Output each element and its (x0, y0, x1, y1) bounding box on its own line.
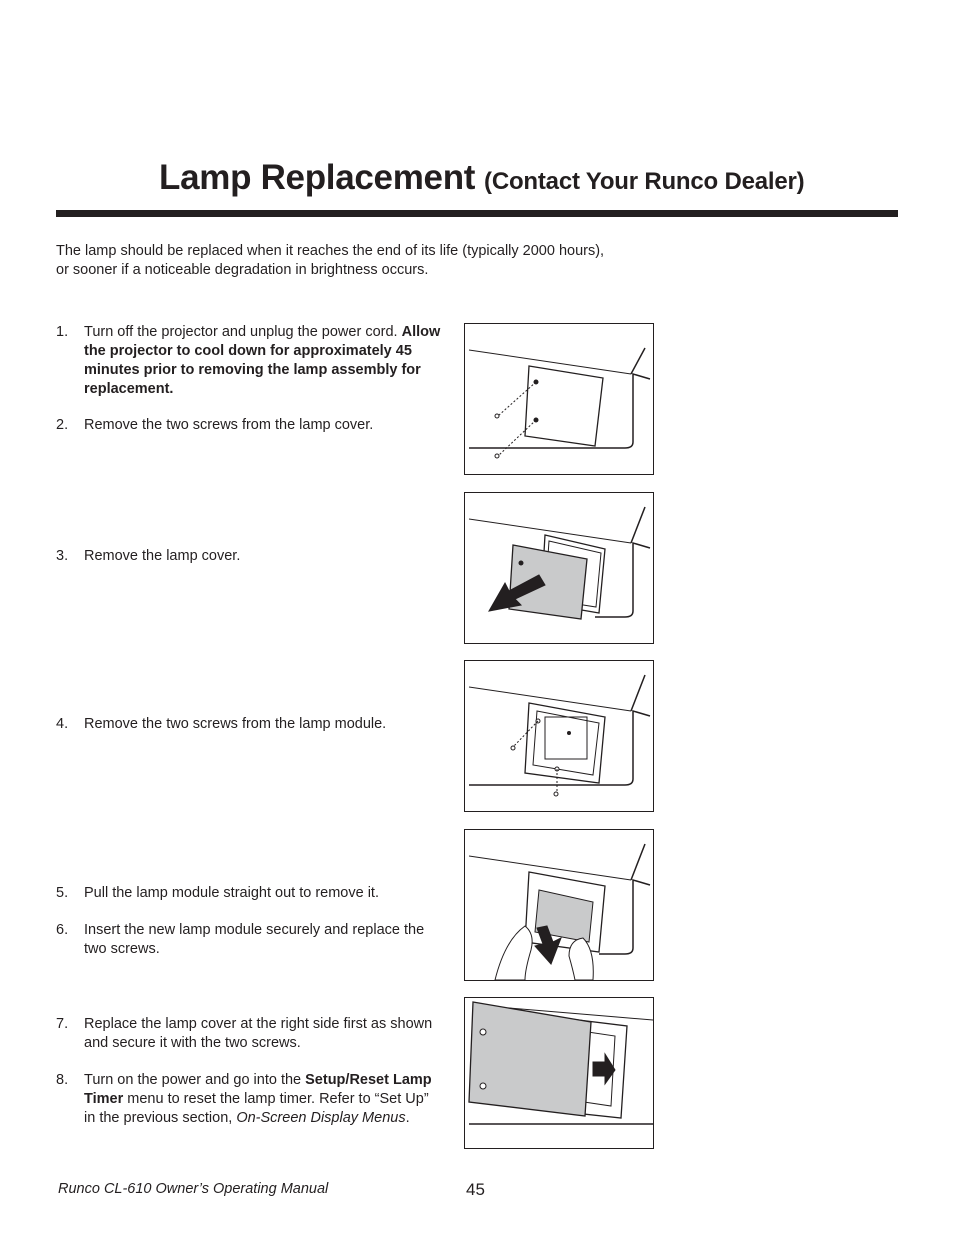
intro-paragraph: The lamp should be replaced when it reac… (56, 242, 696, 280)
step-number: 5. (56, 885, 69, 901)
illustration-projector-lamp-cover (468, 347, 651, 459)
step-text-plain: Turn on the power and go into the (84, 1072, 306, 1088)
step-number: 4. (56, 716, 69, 732)
step-number: 1. (56, 324, 69, 340)
step-1: 1. Turn off the projector and unplug the… (56, 323, 441, 399)
step-text: Turn on the power and go into the Setup/… (84, 1071, 441, 1128)
illustration-hands-pulling-module (468, 843, 651, 980)
intro-line-2: or sooner if a noticeable degradation in… (56, 262, 429, 278)
illustration-cover-removal (468, 506, 651, 620)
footer-manual-title: Runco CL-610 Owner’s Operating Manual (58, 1181, 329, 1197)
intro-line-1: The lamp should be replaced when it reac… (56, 243, 605, 259)
title-main: Lamp Replacement (159, 158, 476, 197)
step-text-plain: Turn off the projector and unplug the po… (84, 324, 402, 340)
step-5: 5. Pull the lamp module straight out to … (56, 884, 441, 903)
step-text-plain: menu to reset the lamp timer. Refer to “… (84, 1091, 429, 1126)
step-8: 8. Turn on the power and go into the Set… (56, 1071, 441, 1128)
step-text: Pull the lamp module straight out to rem… (84, 885, 379, 901)
step-text: Remove the two screws from the lamp cove… (84, 417, 374, 433)
figure-remove-module-screws (464, 660, 654, 812)
illustration-cover-replacement (468, 1001, 653, 1125)
step-number: 7. (56, 1016, 69, 1032)
step-text: Remove the two screws from the lamp modu… (84, 716, 387, 732)
step-text-italic: On-Screen Display Menus (236, 1110, 406, 1126)
step-text-bold: Setup/Reset Lamp Timer (84, 1072, 432, 1107)
step-text: Remove the lamp cover. (84, 548, 241, 564)
page-number: 45 (466, 1180, 485, 1199)
step-2: 2. Remove the two screws from the lamp c… (56, 416, 441, 435)
step-4: 4. Remove the two screws from the lamp m… (56, 715, 441, 734)
step-text: Replace the lamp cover at the right side… (84, 1016, 433, 1051)
step-text-plain: . (405, 1110, 410, 1126)
step-number: 3. (56, 548, 69, 564)
figure-pull-module (464, 829, 654, 981)
step-3: 3. Remove the lamp cover. (56, 547, 441, 566)
step-text: Insert the new lamp module securely and … (84, 922, 425, 957)
illustration-lamp-module-screws (468, 674, 651, 797)
figure-replace-cover (464, 997, 654, 1149)
step-number: 6. (56, 922, 69, 938)
step-7: 7. Replace the lamp cover at the right s… (56, 1015, 441, 1053)
step-6: 6. Insert the new lamp module securely a… (56, 921, 441, 959)
step-number: 2. (56, 417, 69, 433)
step-text: Turn off the projector and unplug the po… (84, 323, 441, 399)
figure-remove-cover-screws (464, 323, 654, 475)
figure-remove-cover (464, 492, 654, 644)
title-rule (56, 210, 898, 217)
title-subtitle: (Contact Your Runco Dealer) (484, 168, 805, 195)
page-title: Lamp Replacement (Contact Your Runco Dea… (159, 158, 805, 198)
step-number: 8. (56, 1072, 69, 1088)
step-text-bold: Allow the projector to cool down for app… (84, 324, 441, 397)
